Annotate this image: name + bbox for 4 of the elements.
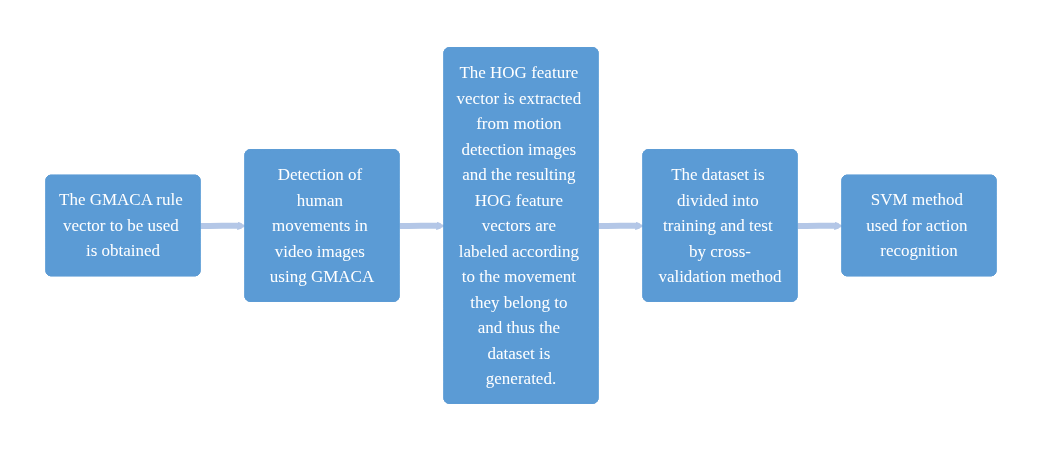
arrow [597,221,644,231]
arrow [199,221,246,231]
arrow [796,221,843,231]
arrow [398,221,445,231]
